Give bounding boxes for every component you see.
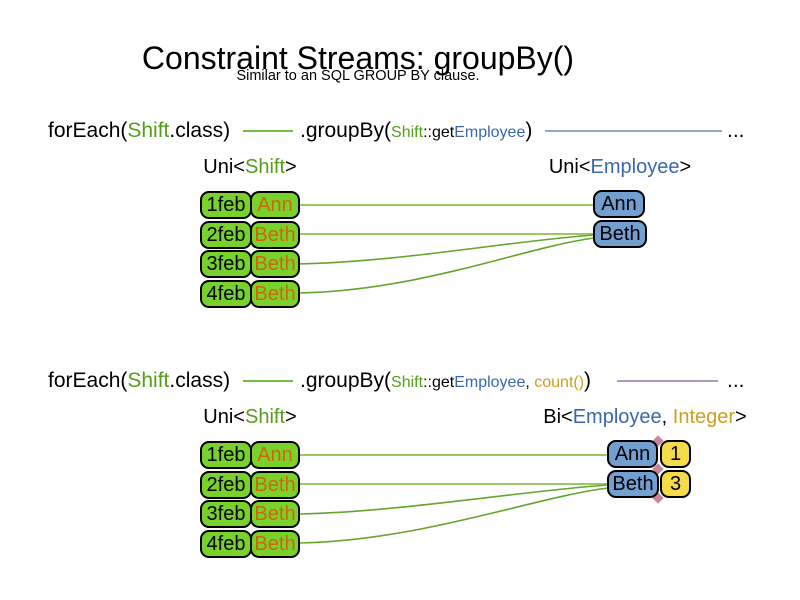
code2-groupby-open: .groupBy( — [300, 369, 392, 392]
code2-ellipsis: ... — [727, 369, 745, 392]
shift-type-token: Shift — [244, 156, 286, 178]
code2-param-employee-token: Employee — [454, 374, 526, 391]
employee-type-token: Employee — [572, 406, 662, 428]
count-box-ann: 1 — [660, 440, 691, 468]
code2-foreach-call: forEach(Shift.class) — [48, 369, 230, 393]
shift-date-cell: 1feb — [200, 191, 252, 219]
code1-param-shift-token: Shift — [391, 124, 424, 141]
code1-groupby-open: .groupBy( — [300, 119, 392, 142]
page-title: Constraint Streams: groupBy() — [141, 40, 575, 77]
label-suffix: > — [735, 406, 747, 428]
code2-param-comma: , — [525, 374, 535, 391]
page-subtitle: Similar to an SQL GROUP BY clause. — [236, 68, 480, 84]
shift-date-cell: 4feb — [200, 529, 252, 558]
shift-row: 2feb Beth — [200, 470, 300, 499]
shift-employee-cell: Ann — [250, 441, 300, 469]
code-line-2: forEach(Shift.class) .groupBy(Shift::get… — [0, 369, 800, 395]
shift-row: 1feb Ann — [200, 191, 300, 219]
shift-date-cell: 2feb — [200, 470, 252, 499]
shift-row: 2feb Beth — [200, 220, 300, 249]
wire2-3feb-to-beth — [297, 484, 609, 515]
count-box-beth: 3 — [660, 470, 691, 498]
group-box-beth-1: Beth — [593, 220, 647, 248]
shift-date-cell: 1feb — [200, 441, 252, 469]
shift-type-token: Shift — [244, 406, 286, 428]
code1-foreach-call: forEach(Shift.class) — [48, 119, 230, 143]
code2-param-getter: ::get — [423, 374, 455, 391]
code2-groupby-call: .groupBy(Shift::getEmployee, count()) — [300, 369, 591, 393]
shift-employee-cell: Beth — [250, 279, 300, 308]
code2-shift-token: Shift — [127, 369, 170, 392]
code2-param-count-token: count() — [534, 374, 585, 391]
shift-employee-cell: Ann — [250, 191, 300, 219]
shift-row: 1feb Ann — [200, 441, 300, 469]
shift-date-cell: 4feb — [200, 279, 252, 308]
code2-foreach-open: forEach( — [48, 369, 128, 392]
shift-employee-cell: Beth — [250, 529, 300, 558]
group-box-beth-2: Beth — [607, 470, 659, 498]
shift-employee-cell: Beth — [250, 220, 300, 249]
shift-date-cell: 3feb — [200, 500, 252, 528]
code-line-1: forEach(Shift.class) .groupBy(Shift::get… — [0, 119, 800, 145]
code2-close-paren: ) — [584, 369, 592, 392]
wire2-4feb-to-beth — [297, 487, 609, 544]
label-comma: , — [661, 406, 673, 428]
shift-date-cell: 2feb — [200, 220, 252, 249]
employee-type-token: Employee — [590, 156, 680, 178]
code1-foreach-open: forEach( — [48, 119, 128, 142]
shift-row: 4feb Beth — [200, 279, 300, 308]
shift-row: 3feb Beth — [200, 500, 300, 528]
shift-employee-cell: Beth — [250, 250, 300, 278]
shift-row: 4feb Beth — [200, 529, 300, 558]
label-prefix: Uni< — [548, 156, 591, 178]
label-suffix: > — [679, 156, 692, 178]
shift-row: 3feb Beth — [200, 250, 300, 278]
stream-label-uni-shift-2: Uni<Shift> — [195, 406, 305, 429]
wire-3feb-to-beth — [297, 234, 595, 265]
code1-param-getter: ::get — [423, 124, 455, 141]
shift-date-cell: 3feb — [200, 250, 252, 278]
shift-employee-cell: Beth — [250, 470, 300, 499]
shift-employee-cell: Beth — [250, 500, 300, 528]
code2-param-shift-token: Shift — [391, 374, 424, 391]
label-prefix: Uni< — [203, 406, 245, 428]
result-label-uni-employee: Uni<Employee> — [535, 156, 705, 179]
label-prefix: Uni< — [203, 156, 245, 178]
label-suffix: > — [285, 406, 297, 428]
code2-class-close: .class) — [169, 369, 231, 392]
shift-table-2: 1feb Ann 2feb Beth 3feb Beth 4feb Beth — [200, 441, 300, 558]
shift-table-1: 1feb Ann 2feb Beth 3feb Beth 4feb Beth — [200, 191, 300, 308]
label-suffix: > — [285, 156, 297, 178]
wire-4feb-to-beth — [297, 237, 595, 294]
code1-groupby-call: .groupBy(Shift::getEmployee) — [300, 119, 532, 143]
code1-param-employee-token: Employee — [454, 124, 526, 141]
code1-shift-token: Shift — [127, 119, 170, 142]
group-box-ann-1: Ann — [593, 190, 645, 218]
code1-class-close: .class) — [169, 119, 231, 142]
code1-close-paren: ) — [525, 119, 533, 142]
result-label-bi-employee-integer: Bi<Employee, Integer> — [520, 406, 770, 429]
code1-ellipsis: ... — [727, 119, 745, 142]
label-prefix: Bi< — [543, 406, 573, 428]
stream-label-uni-shift-1: Uni<Shift> — [195, 156, 305, 179]
integer-type-token: Integer — [672, 406, 736, 428]
group-box-ann-2: Ann — [607, 440, 658, 468]
